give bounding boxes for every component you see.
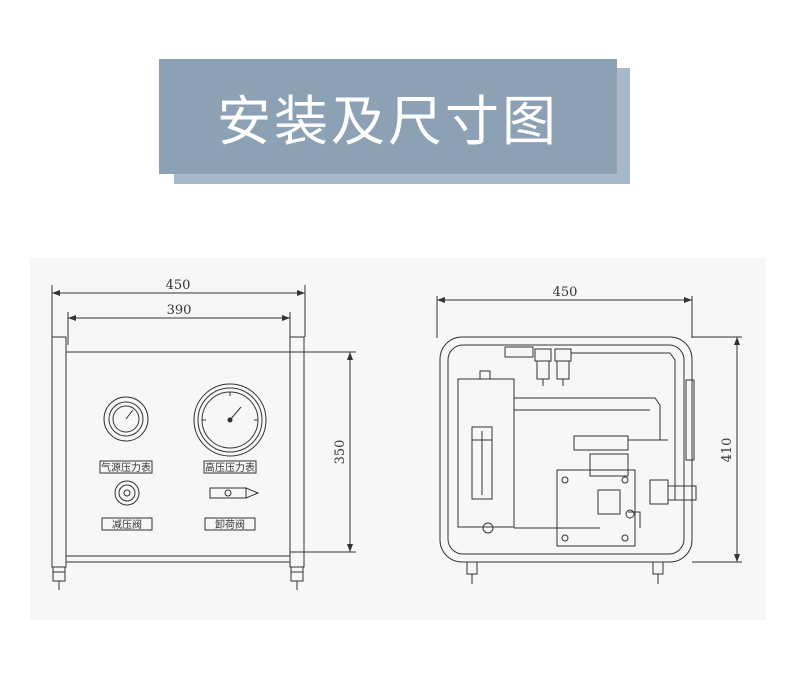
title-banner: 安装及尺寸图 — [159, 59, 617, 174]
high-gauge-label: 高压压力表 — [205, 461, 255, 474]
side-height-label: 410 — [720, 438, 735, 463]
side-width-label: 450 — [553, 285, 578, 300]
unload-valve-handle — [209, 487, 260, 499]
oil-tank — [457, 370, 515, 528]
unload-valve-label: 卸荷阀 — [215, 518, 245, 531]
front-height-label: 350 — [333, 440, 348, 465]
side-view: 450 410 — [436, 285, 742, 584]
air-pressure-gauge — [103, 396, 149, 442]
right-post — [289, 336, 305, 568]
left-post — [51, 336, 67, 568]
filter-group — [504, 346, 572, 386]
front-width-outer-label: 450 — [166, 278, 191, 293]
pump-assembly — [556, 435, 636, 547]
high-pressure-gauge — [193, 383, 267, 457]
page-title: 安装及尺寸图 — [217, 90, 559, 153]
front-width-inner-label: 390 — [167, 303, 192, 318]
piping — [482, 352, 697, 534]
front-panel — [65, 351, 291, 563]
air-gauge-label: 气源压力表 — [101, 461, 151, 474]
reducing-valve-knob — [114, 480, 140, 506]
reducing-valve-label: 减压阀 — [112, 518, 142, 531]
front-view: 450 390 350 — [51, 278, 356, 590]
side-frame-outer — [439, 336, 693, 563]
side-frame-inner — [447, 344, 685, 555]
